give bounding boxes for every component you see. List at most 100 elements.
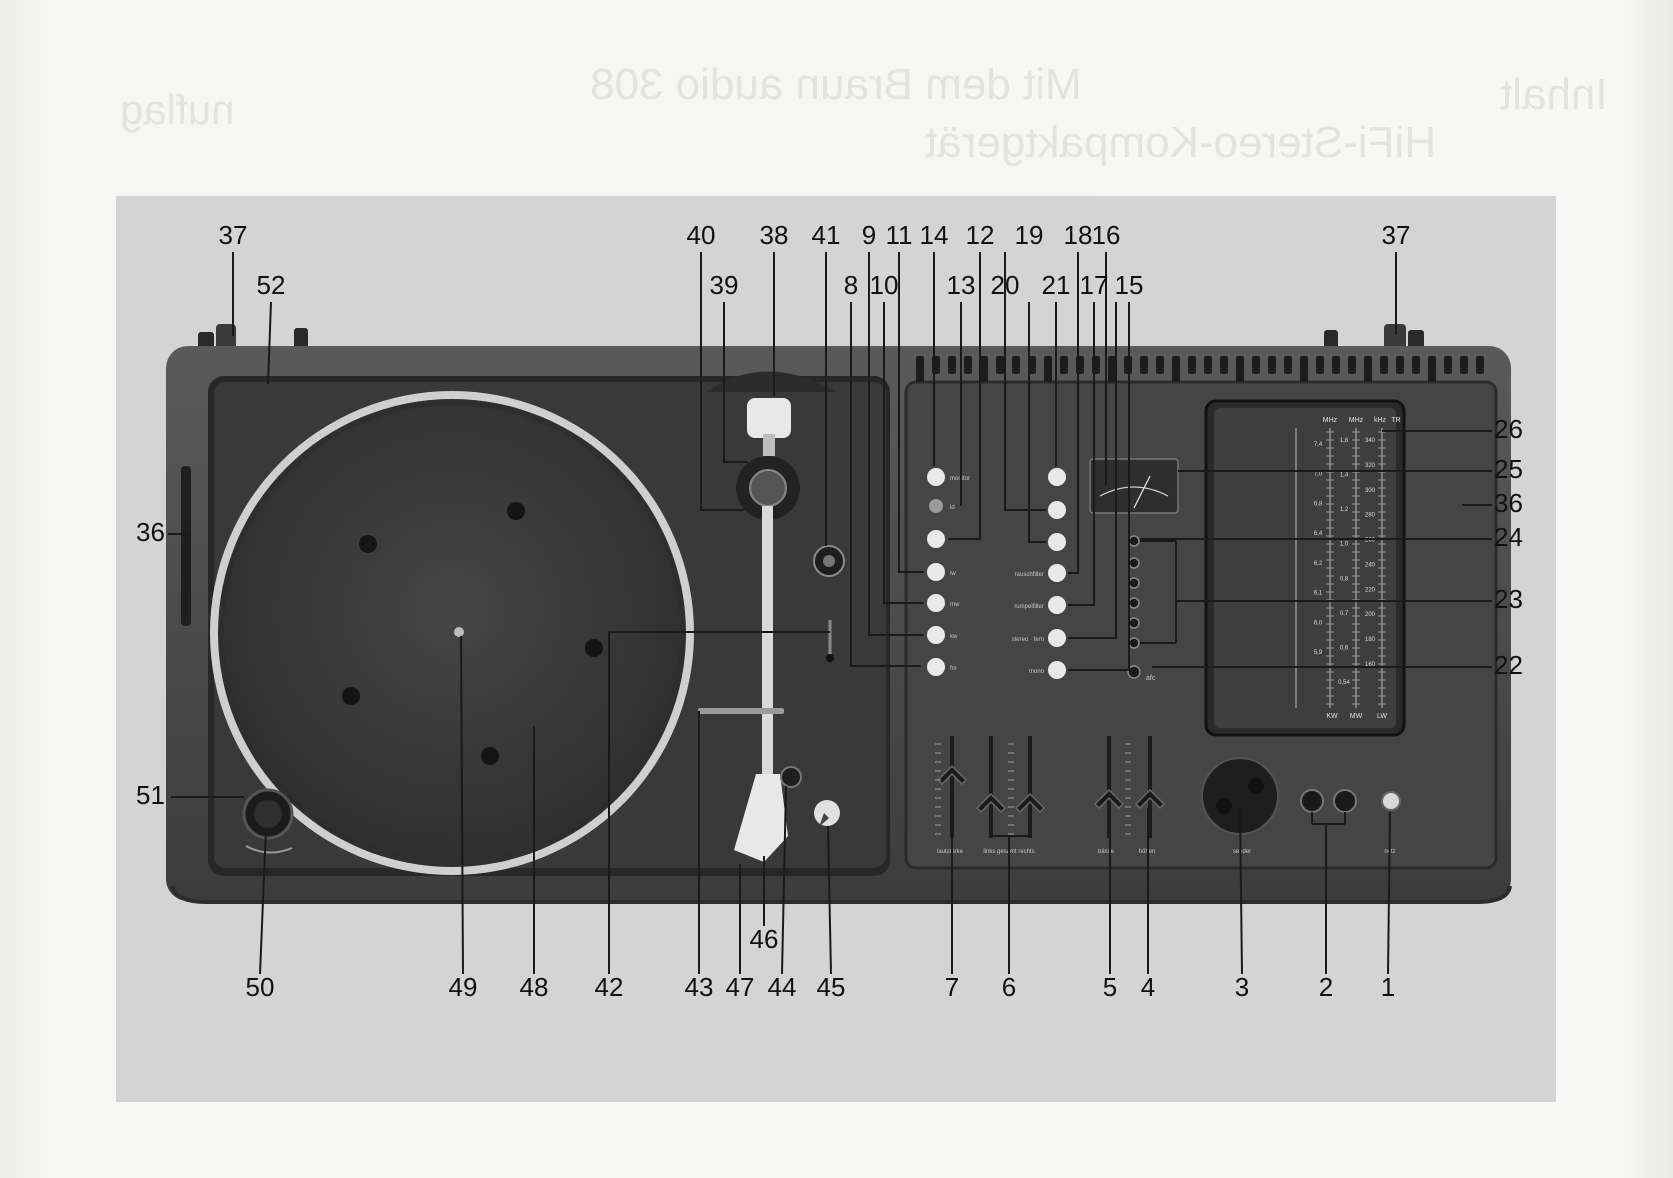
vent-slot	[1396, 356, 1404, 374]
label-lw: lw	[950, 571, 956, 577]
tuning-scale-headers: MHz MHz kHz TR KW MW LW	[1323, 417, 1401, 720]
callout-bottom-48: 48	[520, 972, 549, 1002]
vent-slot	[1332, 356, 1340, 374]
scale-value: 220	[1365, 587, 1376, 593]
vent-slot	[948, 356, 956, 374]
vent-slot	[1012, 356, 1020, 374]
scale-value: 1,2	[1340, 507, 1349, 513]
button-20	[1048, 501, 1066, 519]
control-panel	[904, 380, 1498, 870]
scale-value: 340	[1365, 438, 1376, 444]
callout-bottom-47: 47	[726, 972, 755, 1002]
headphone-socket-right	[1333, 789, 1357, 813]
scale-value: 6,2	[1314, 561, 1323, 567]
arm-lift-slider	[698, 708, 784, 714]
callout-top-8: 8	[844, 270, 858, 300]
leader-line	[883, 302, 924, 604]
slider-knob	[1093, 788, 1125, 810]
leader-line	[1387, 811, 1391, 975]
button-11	[927, 563, 945, 581]
callout-top-41: 41	[812, 220, 841, 250]
callout-right-23: 23	[1494, 584, 1523, 614]
leader-line	[723, 302, 748, 463]
callout-top-14: 14	[920, 220, 949, 250]
scale-value: 200	[1365, 612, 1376, 618]
slider-track	[1148, 736, 1152, 838]
leader-line	[1140, 540, 1177, 644]
scale-value: 1,0	[1340, 542, 1349, 548]
arm-pivot	[749, 469, 787, 507]
tuning-scale-glass	[1214, 408, 1396, 728]
callout-bottom-5: 5	[1103, 972, 1117, 1002]
leader-line	[259, 827, 267, 975]
callout-top-19: 19	[1015, 220, 1044, 250]
vent-slot	[1060, 356, 1068, 374]
vent-slot	[1380, 356, 1388, 374]
label-sender: sender	[1233, 849, 1251, 855]
scale-value: 7,4	[1314, 442, 1323, 448]
tuning-knob-dot-1	[1216, 798, 1232, 814]
scale-value: 240	[1365, 562, 1376, 568]
button-column-left	[927, 468, 945, 676]
callout-top-52: 52	[257, 270, 286, 300]
scale-value: 160	[1365, 662, 1376, 668]
product-photo: monitor ld lw mw kw fm rauschfilter rump…	[116, 196, 1556, 1102]
vent-slot	[1364, 356, 1372, 382]
scale-value: 180	[1365, 637, 1376, 643]
vent-slot	[980, 356, 988, 382]
slider-knob	[1014, 792, 1046, 814]
counterweight	[747, 398, 791, 438]
callout-bottom-2: 2	[1319, 972, 1333, 1002]
callout-top-18: 18	[1064, 220, 1093, 250]
leader-lines	[168, 252, 1492, 975]
tuning-scale-values: 7,47,06,86,46,26,16,05,91,61,41,21,00,80…	[1314, 438, 1376, 686]
label-fm: fm	[950, 666, 957, 672]
scale-value: 0,7	[1340, 611, 1349, 617]
callout-top-9: 9	[862, 220, 876, 250]
callout-bottom-3: 3	[1235, 972, 1249, 1002]
leader-line	[1028, 302, 1046, 543]
side-slot-left	[181, 466, 191, 626]
scale-foot-mw: MW	[1350, 713, 1363, 720]
label-mono: mono	[1029, 669, 1045, 675]
start-knob-arc	[245, 845, 293, 854]
slider-track	[1028, 736, 1032, 838]
label-lautstaerke: lautstärke	[937, 849, 964, 855]
vent-slot	[1252, 356, 1260, 374]
vent-slot	[1108, 356, 1116, 382]
button-19	[1048, 533, 1066, 551]
arm-rest	[780, 766, 802, 788]
scale-value: 5,9	[1314, 650, 1323, 656]
leader-line	[990, 821, 1031, 974]
button-16	[1048, 629, 1066, 647]
vent-slot	[1268, 356, 1276, 374]
leader-line	[827, 825, 832, 975]
spindle	[454, 627, 464, 637]
callout-bottom-4: 4	[1141, 972, 1155, 1002]
label-ld: ld	[950, 505, 955, 511]
platter-studs	[342, 502, 603, 765]
label-rauschfilter: rauschfilter	[1015, 572, 1044, 578]
slider-track	[950, 736, 954, 838]
vent-slot	[1172, 356, 1180, 382]
speed-knob-pointer	[819, 813, 829, 827]
scale-value: 7,0	[1314, 472, 1323, 478]
arm-bump	[706, 371, 836, 392]
button-17	[1048, 596, 1066, 614]
slider-knob	[936, 764, 968, 786]
callout-top-20: 20	[991, 270, 1020, 300]
scale-value: 280	[1365, 513, 1376, 519]
scale-header-1: MHz	[1323, 417, 1338, 424]
scale-value: 0,6	[1340, 645, 1349, 651]
vent-slot	[1156, 356, 1164, 374]
callout-top-15: 15	[1115, 270, 1144, 300]
vent-slot	[1444, 356, 1452, 374]
anti-skate-center	[823, 555, 835, 567]
label-baesse: bässe	[1098, 849, 1115, 855]
tuning-meter-arc	[1099, 486, 1169, 497]
scale-value: 6,1	[1314, 591, 1323, 597]
scale-header-3: kHz	[1374, 417, 1387, 424]
button-21	[1048, 468, 1066, 486]
callout-bottom-1: 1	[1381, 972, 1395, 1002]
tuning-scale-lines	[1295, 428, 1386, 708]
